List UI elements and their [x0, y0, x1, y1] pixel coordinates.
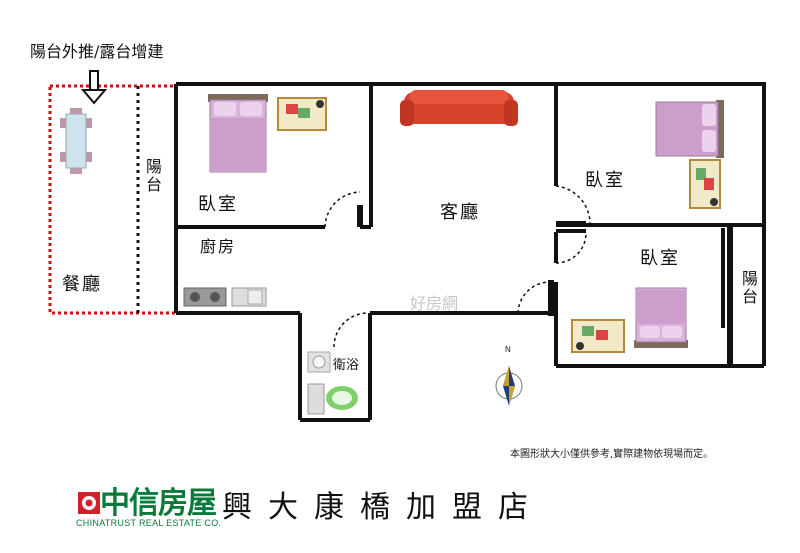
- watermark: 好房網: [410, 294, 459, 313]
- room-label-bedroom-2: 臥室: [585, 170, 625, 191]
- extension-note: 陽台外推/露台增建: [30, 42, 164, 61]
- wall-stub: [548, 280, 554, 316]
- brand-logo-icon: [78, 492, 100, 514]
- desk-icon: [689, 159, 721, 209]
- basin-icon: [307, 351, 331, 373]
- down-arrow-icon: [80, 70, 108, 105]
- room-label-balcony-left: 陽台: [143, 158, 162, 194]
- toilet-icon: [307, 383, 358, 415]
- wall-stub: [721, 228, 725, 328]
- brand-name: 中信房屋: [100, 486, 217, 521]
- extension-area: [48, 84, 178, 315]
- bed-icon: [634, 287, 688, 348]
- bed-icon: [655, 100, 724, 158]
- door-swings: [324, 185, 591, 348]
- stove-icon: [183, 287, 227, 307]
- wall-stub: [727, 227, 733, 367]
- wall-stub: [556, 229, 586, 233]
- wall-stub: [357, 205, 363, 227]
- room-label-balcony-right: 陽台: [739, 270, 758, 306]
- room-label-bathroom: 衛浴: [333, 358, 360, 373]
- wall-stub: [556, 221, 586, 225]
- sofa-icon: [400, 90, 518, 126]
- room-label-dining: 餐廳: [62, 274, 102, 295]
- brand-english-name: CHINATRUST REAL ESTATE CO.: [76, 518, 222, 528]
- room-label-living: 客廳: [440, 202, 480, 223]
- desk-icon: [277, 97, 327, 131]
- compass-icon: [495, 366, 523, 406]
- dining-table-icon: [60, 108, 92, 174]
- room-label-bedroom-1: 臥室: [198, 194, 238, 215]
- room-label-bedroom-3: 臥室: [640, 248, 680, 269]
- store-name: 興大康橋加盟店: [222, 490, 544, 525]
- room-label-kitchen: 廚房: [200, 237, 237, 256]
- disclaimer-note: 本圖形狀大小僅供參考,實際建物依現場而定。: [510, 449, 714, 460]
- desk-icon: [571, 319, 625, 353]
- sink-icon: [231, 287, 267, 307]
- bed-icon: [208, 94, 268, 173]
- compass-north-label: N: [505, 345, 511, 354]
